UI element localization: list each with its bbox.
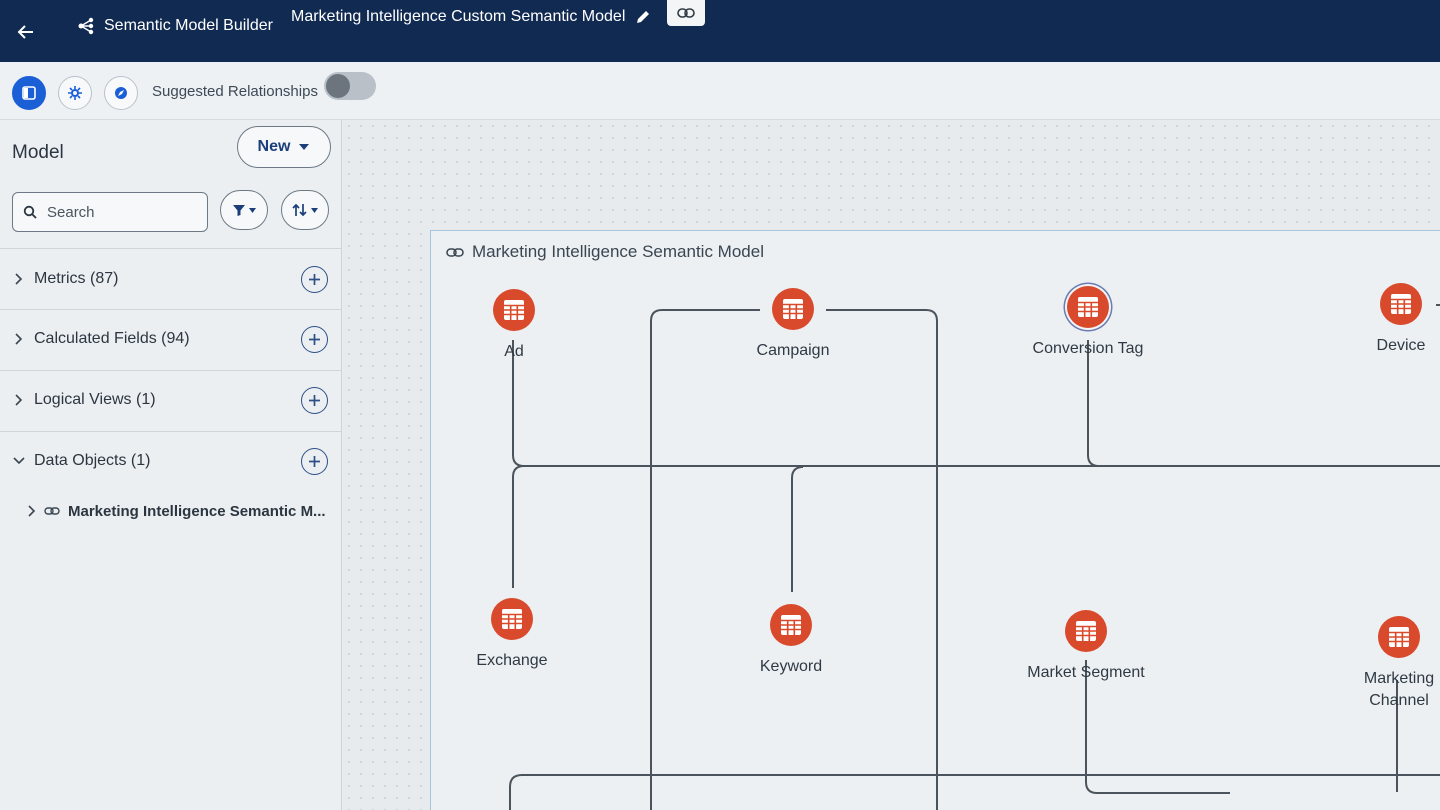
node-label: Conversion Tag [1032, 340, 1144, 357]
plus-icon [309, 395, 320, 406]
settings-button[interactable] [58, 76, 92, 110]
sort-icon [292, 203, 307, 217]
node-label: Market Segment [1027, 664, 1145, 681]
section-label: Data Objects (1) [34, 452, 151, 469]
divider [0, 370, 342, 371]
section-logical-views[interactable]: Logical Views (1) [0, 371, 342, 431]
tree-item-semantic-model[interactable]: Marketing Intelligence Semantic M... [28, 498, 342, 524]
plus-icon [309, 456, 320, 467]
container-title-text: Marketing Intelligence Semantic Model [472, 242, 764, 261]
compass-icon [115, 87, 127, 99]
add-logical-view-button[interactable] [301, 387, 328, 414]
pencil-icon[interactable] [635, 9, 651, 25]
table-icon [770, 604, 812, 646]
new-button[interactable]: New [237, 126, 331, 168]
section-metrics[interactable]: Metrics (87) [0, 250, 342, 310]
chevron-right-icon [12, 332, 26, 346]
tree-item-label: Marketing Intelligence Semantic M... [68, 502, 326, 520]
table-icon [1380, 283, 1422, 325]
section-label: Logical Views (1) [34, 391, 156, 408]
plus-icon [309, 274, 320, 285]
caret-down-icon [299, 144, 310, 150]
add-calculated-field-button[interactable] [301, 326, 328, 353]
canvas-toolbar: Suggested Relationships [0, 62, 1440, 120]
link-icon [677, 8, 695, 18]
arrow-left-icon [17, 25, 33, 39]
add-data-object-button[interactable] [301, 448, 328, 475]
explore-button[interactable] [104, 76, 138, 110]
toggle-knob [326, 74, 350, 98]
add-metric-button[interactable] [301, 266, 328, 293]
search-input[interactable] [47, 203, 187, 221]
node-label: Marketing Channel [1363, 670, 1435, 709]
new-button-label: New [257, 138, 291, 155]
gear-icon [68, 86, 82, 100]
section-data-objects[interactable]: Data Objects (1) [0, 432, 342, 492]
suggested-relationships-label: Suggested Relationships [152, 83, 318, 100]
divider [0, 248, 342, 249]
node-label: Ad [504, 343, 524, 360]
table-icon [493, 289, 535, 331]
link-icon [446, 247, 464, 257]
divider [0, 309, 342, 310]
node-conversion-tag[interactable]: Conversion Tag [1013, 286, 1163, 360]
app-header: Semantic Model Builder Marketing Intelli… [0, 0, 1440, 62]
table-icon [772, 288, 814, 330]
node-marketing-channel[interactable]: Marketing Channel [1339, 616, 1440, 712]
caret-down-icon [311, 207, 318, 213]
node-exchange[interactable]: Exchange [437, 598, 587, 672]
plus-icon [309, 334, 320, 345]
node-label: Exchange [476, 652, 548, 669]
node-label: Campaign [756, 342, 830, 359]
app-name: Semantic Model Builder [104, 17, 273, 34]
node-ad[interactable]: Ad [439, 289, 589, 363]
chevron-right-icon [28, 505, 36, 517]
table-icon [1065, 610, 1107, 652]
section-label: Metrics (87) [34, 270, 119, 287]
filter-button[interactable] [220, 190, 268, 230]
model-title: Marketing Intelligence Custom Semantic M… [291, 8, 651, 26]
app-title: Semantic Model Builder [76, 16, 273, 36]
back-button[interactable] [12, 18, 40, 46]
node-label: Device [1376, 337, 1426, 354]
panel-toggle-button[interactable] [12, 76, 46, 110]
model-sidebar: Model New Metrics (87) Calculated Fields… [0, 120, 342, 810]
search-field[interactable] [12, 192, 208, 232]
section-label: Calculated Fields (94) [34, 330, 190, 347]
link-icon [44, 507, 60, 515]
sidebar-panel-icon [22, 86, 36, 100]
table-icon [1067, 286, 1109, 328]
node-device[interactable]: Device [1326, 283, 1440, 357]
chevron-right-icon [12, 272, 26, 286]
suggested-relationships-toggle[interactable] [324, 72, 376, 100]
table-icon [1378, 616, 1420, 658]
node-campaign[interactable]: Campaign [718, 288, 868, 362]
container-title: Marketing Intelligence Semantic Model [446, 242, 764, 262]
hierarchy-icon [78, 17, 94, 35]
model-title-text: Marketing Intelligence Custom Semantic M… [291, 8, 626, 25]
sort-button[interactable] [281, 190, 329, 230]
chevron-right-icon [12, 393, 26, 407]
chevron-down-icon [12, 454, 26, 468]
table-icon [491, 598, 533, 640]
caret-down-icon [249, 207, 256, 213]
node-label: Keyword [759, 658, 823, 675]
divider [0, 431, 342, 432]
search-icon [23, 205, 37, 219]
node-market-segment[interactable]: Market Segment [1011, 610, 1161, 684]
copy-link-button[interactable] [667, 0, 705, 26]
section-calculated-fields[interactable]: Calculated Fields (94) [0, 310, 342, 370]
node-keyword[interactable]: Keyword [716, 604, 866, 678]
sidebar-title: Model [12, 142, 64, 163]
filter-icon [233, 205, 245, 216]
